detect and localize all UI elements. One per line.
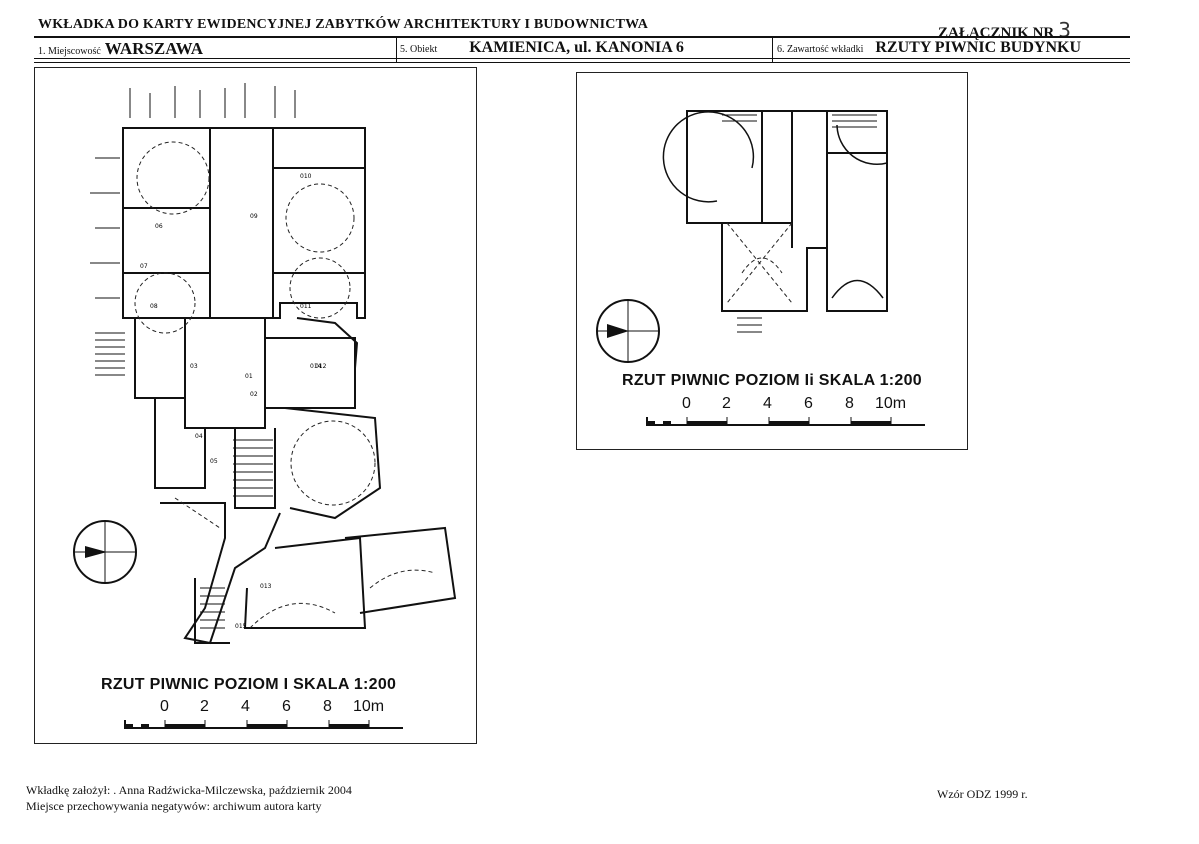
field-locality-label: 1. Miejscowość (38, 46, 101, 57)
scale-label: 8 (323, 698, 332, 715)
room-label: 06 (155, 223, 163, 230)
north-arrow-icon (596, 299, 660, 363)
plan-title-level-1: RZUT PIWNIC POZIOM I SKALA 1:200 (101, 676, 397, 693)
room-label: 02 (250, 391, 258, 398)
field-contents-label: 6. Zawartość wkładki (777, 44, 864, 55)
header-top-rule (34, 36, 1130, 38)
room-label: 012 (315, 363, 327, 370)
form-title: WKŁADKA DO KARTY EWIDENCYJNEJ ZABYTKÓW A… (38, 17, 649, 32)
room-label: 011 (300, 303, 312, 310)
floor-plan-level-1: 01 02 03 04 05 06 07 08 09 010 011 012 013 014 015 (73, 83, 457, 645)
scale-bar-level-2: 0 2 4 6 8 10m (645, 395, 935, 429)
header-bottom-rule (34, 58, 1130, 59)
field-contents-value: RZUTY PIWNIC BUDYNKU (875, 39, 1082, 56)
footer-form-version: Wzór ODZ 1999 r. (937, 787, 1028, 801)
header-bottom-rule (34, 62, 1130, 63)
field-divider (396, 37, 397, 62)
plan-title-level-2: RZUT PIWNIC POZIOM Ii SKALA 1:200 (622, 372, 922, 389)
room-label: 08 (150, 303, 158, 310)
scale-bar-graphic (646, 417, 925, 426)
room-label: 09 (250, 213, 258, 220)
room-label: 04 (195, 433, 203, 440)
scale-label: 6 (804, 395, 813, 412)
scale-label: 10m (875, 395, 907, 412)
field-object: 5. Obiekt KAMIENICA, ul. KANONIA 6 (400, 39, 684, 57)
scale-label: 2 (722, 395, 731, 412)
room-label: 010 (300, 173, 312, 180)
field-contents: 6. Zawartość wkładki RZUTY PIWNIC BUDYNK… (777, 39, 1081, 57)
scale-label: 4 (763, 395, 772, 412)
field-locality: 1. Miejscowość WARSZAWA (38, 39, 203, 59)
field-locality-value: WARSZAWA (104, 39, 204, 58)
room-label: 03 (190, 363, 198, 370)
plan-panel-level-2: RZUT PIWNIC POZIOM Ii SKALA 1:200 0 2 4 … (576, 72, 968, 450)
room-label: 01 (245, 373, 253, 380)
scale-label: 2 (200, 698, 209, 715)
scale-label: 0 (160, 698, 169, 715)
field-object-value: KAMIENICA, ul. KANONIA 6 (469, 39, 684, 56)
footer-archive: Miejsce przechowywania negatywów: archiw… (26, 799, 322, 813)
scale-label: 6 (282, 698, 291, 715)
room-label: 015 (235, 623, 247, 630)
field-divider (772, 37, 773, 62)
scale-label: 4 (241, 698, 250, 715)
footer-author: Wkładkę założył: . Anna Radźwicka-Milcze… (26, 783, 352, 797)
floor-plan-level-2 (596, 110, 888, 363)
room-label: 07 (140, 263, 148, 270)
north-arrow-icon (73, 520, 137, 584)
room-label: 014 (310, 363, 322, 370)
scale-label: 0 (682, 395, 691, 412)
room-label: 013 (260, 583, 272, 590)
scale-bar-graphic (124, 720, 403, 729)
scale-bar-level-1: 0 2 4 6 8 10m (123, 698, 413, 732)
scale-label: 8 (845, 395, 854, 412)
field-object-label: 5. Obiekt (400, 44, 438, 55)
scale-label: 10m (353, 698, 385, 715)
room-label: 05 (210, 458, 218, 465)
